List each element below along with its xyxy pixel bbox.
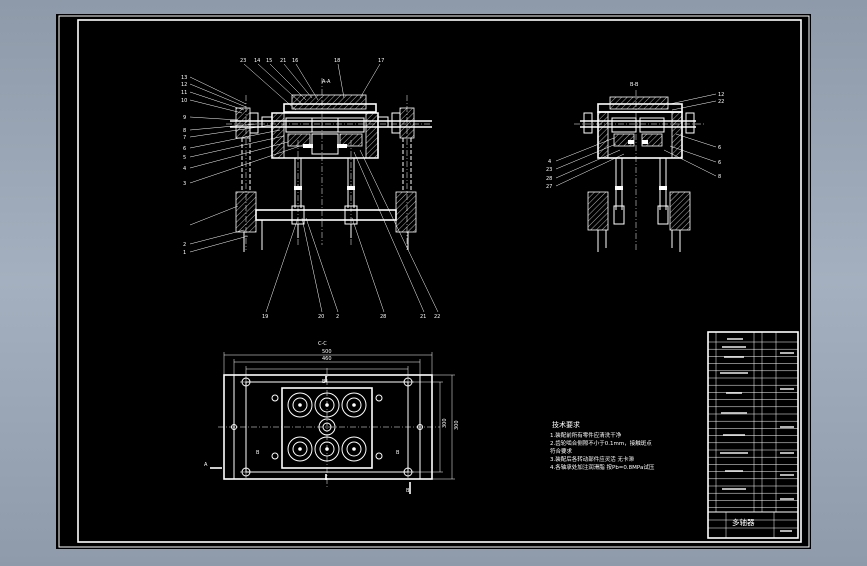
part-label: 6 [718,145,721,151]
dimension-label: 460 [322,356,332,362]
part-label: 28 [546,176,552,182]
dimension-label: 500 [322,349,332,355]
part-label: 5 [183,155,186,161]
tech-req-line: 3.装配后各转动部件应灵活 无卡滞 [550,455,634,463]
part-label: 28 [380,314,386,320]
front-view-section-label: A-A [322,79,331,85]
front-view: A-A [189,63,439,313]
section-marker: B [322,379,326,385]
dimension-label: 300 [454,420,460,430]
sheet-inner-border [77,19,802,543]
drawing-title: 多轴器 [732,517,755,527]
part-label: 22 [434,314,440,320]
part-label: 4 [548,159,551,165]
plan-view: C-C 500 460 300 300 [204,341,460,494]
technical-requirements: 技术要求 1.装配前所有零件应清洗干净 2.齿轮啮合侧隙不小于0.1mm，接触斑… [550,420,655,471]
part-label: 8 [718,174,721,180]
part-label: 27 [546,184,552,190]
sheet-outer-border [58,15,810,548]
tech-req-line: 1.装配前所有零件应清洗干净 [550,431,622,439]
bolt-holes [231,376,423,478]
part-label: 22 [718,99,724,105]
spindle-circles [287,392,367,462]
part-label: 16 [292,58,298,64]
part-label: 17 [378,58,384,64]
part-label: 13 [181,75,187,81]
section-marker: B [256,450,260,456]
part-label: 4 [183,166,186,172]
part-label: 23 [240,58,246,64]
part-label: 18 [334,58,340,64]
part-label: 10 [181,98,187,104]
front-view-labels-left: 13 12 11 10 9 8 7 6 5 4 3 2 1 [181,75,187,256]
title-block: 多轴器 [708,511,798,538]
side-view: B-B [555,82,717,252]
part-label: 3 [183,181,186,187]
tech-req-line: 2.齿轮啮合侧隙不小于0.1mm，接触斑点 [550,439,652,447]
part-label: 23 [546,167,552,173]
part-label: 12 [718,92,724,98]
section-marker: B [396,450,400,456]
section-marker: A [204,462,208,468]
plan-view-section-label: C-C [318,341,327,347]
part-label: 21 [280,58,286,64]
part-label: 15 [266,58,272,64]
part-label: 6 [183,146,186,152]
front-view-labels-top: 23 14 15 21 16 18 17 [240,58,384,64]
dimension-label: 300 [442,418,448,428]
part-label: 21 [420,314,426,320]
drawing-sheet [56,14,811,549]
front-view-labels-bottom: 19 20 2 28 21 22 [262,314,440,320]
section-marker: B [406,488,410,494]
side-view-section-label: B-B [630,82,639,88]
parts-list [707,331,799,539]
part-label: 7 [183,135,186,141]
part-label: 8 [183,128,186,134]
part-label: 20 [318,314,324,320]
tech-req-title: 技术要求 [552,420,580,429]
part-label: 19 [262,314,268,320]
part-label: 2 [183,242,186,248]
tech-req-line: 符合要求 [550,447,573,455]
part-label: 11 [181,90,187,96]
part-label: 6 [718,160,721,166]
side-view-labels: 4 23 28 27 12 22 6 6 8 [546,92,724,190]
part-label: 14 [254,58,260,64]
part-label: 2 [336,314,339,320]
part-label: 12 [181,82,187,88]
part-label: 1 [183,250,186,256]
part-label: 9 [183,115,186,121]
tech-req-line: 4.各轴承处加注润滑脂 按Pb=0.8MPa试压 [550,463,655,471]
